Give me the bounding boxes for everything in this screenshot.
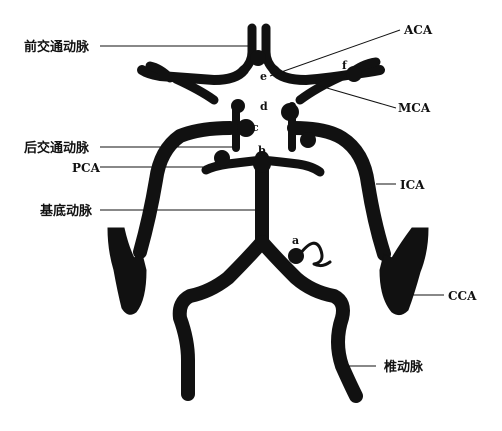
junction-right-pcomm [300, 132, 316, 148]
label-cca: CCA [448, 289, 477, 303]
junction-c [237, 119, 255, 137]
leader-lines [100, 29, 444, 367]
right-pca-vessel [257, 155, 325, 177]
left-mca-branch-down [171, 74, 219, 105]
point-label-c: c [252, 121, 259, 134]
junction-a [288, 248, 304, 264]
label-aca: ACA [403, 23, 433, 37]
left-vertebral-vessel [172, 235, 269, 401]
label-basilar: 基底动脉 [39, 203, 93, 219]
right-vertebral-vessel [255, 235, 363, 403]
junction-f [346, 66, 362, 82]
point-label-b: b [258, 144, 266, 157]
label-posterior-communicating: 后交通动脉 [24, 140, 90, 156]
label-vertebral: 椎动脉 [383, 359, 424, 375]
left-mca-branch-up [145, 61, 175, 83]
leader-mca [319, 85, 397, 109]
leader-aca [269, 29, 401, 77]
right-cca-vessel [379, 227, 429, 316]
left-aca-vessel [239, 23, 257, 75]
wavy-branch-vessel [298, 241, 332, 268]
labels: 前交通动脉 后交通动脉 PCA 基底动脉 ACA MCA ICA CCA 椎动脉… [24, 23, 477, 375]
label-pca: PCA [72, 161, 101, 175]
right-mca-branch-down [295, 72, 345, 105]
label-ica: ICA [400, 178, 425, 192]
junction-left-upper [231, 99, 245, 113]
left-pca-vessel [201, 155, 267, 175]
point-label-f: f [342, 59, 348, 72]
junction-b [253, 155, 271, 173]
vessel-tree [107, 23, 429, 403]
point-label-d: d [260, 100, 268, 113]
left-ica-vessel [133, 121, 237, 259]
point-label-e: e [260, 70, 267, 83]
label-mca: MCA [398, 101, 431, 115]
junction-d [281, 103, 299, 121]
label-anterior-communicating: 前交通动脉 [24, 39, 90, 55]
right-aca-vessel [261, 23, 279, 75]
junction-left-pca [214, 150, 230, 166]
junction-e-left [250, 50, 266, 66]
left-cca-vessel [107, 227, 147, 315]
right-ica-vessel [287, 121, 391, 261]
left-mca-vessel [137, 65, 249, 85]
point-label-a: a [292, 234, 299, 247]
